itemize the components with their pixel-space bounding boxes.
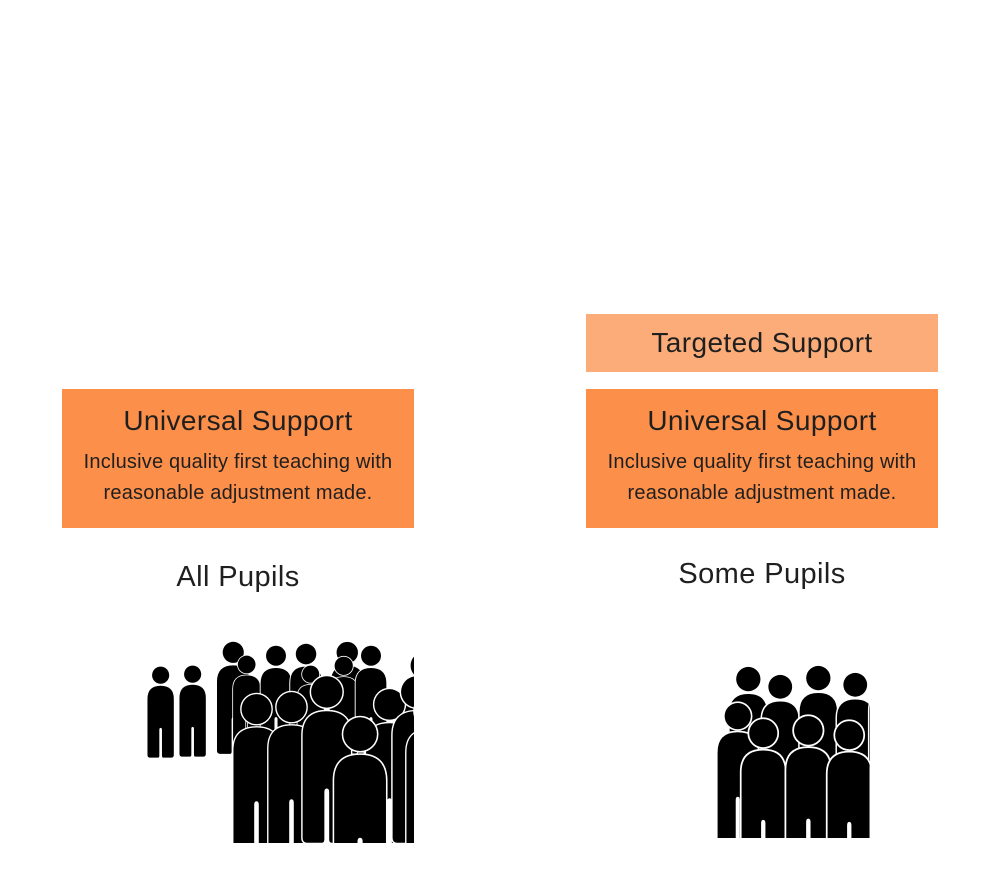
universal-support-box-left: Universal Support Inclusive quality firs… <box>62 389 414 528</box>
some-pupils-label: Some Pupils <box>678 558 846 590</box>
group-of-people-icon <box>716 662 870 838</box>
description-line: Inclusive quality first teaching with <box>607 451 917 473</box>
person-silhouette <box>178 665 207 758</box>
person-silhouette <box>146 666 175 759</box>
person-silhouette <box>784 714 832 838</box>
universal-support-title: Universal Support <box>123 405 353 436</box>
crowd-of-people-icon <box>146 641 414 843</box>
universal-support-description: Inclusive quality first teaching with re… <box>62 447 414 509</box>
person-silhouette <box>740 717 787 838</box>
person-silhouette <box>333 716 387 843</box>
targeted-support-title: Targeted Support <box>651 327 873 358</box>
targeted-support-box: Targeted Support <box>586 314 938 372</box>
universal-support-title: Universal Support <box>647 405 877 436</box>
description-line: reasonable adjustment made. <box>103 482 373 504</box>
all-pupils-label: All Pupils <box>176 561 300 593</box>
person-silhouette <box>826 719 870 838</box>
description-line: Inclusive quality first teaching with <box>83 451 393 473</box>
description-line: reasonable adjustment made. <box>627 482 897 504</box>
universal-support-box-right: Universal Support Inclusive quality firs… <box>586 389 938 528</box>
universal-support-description: Inclusive quality first teaching with re… <box>586 447 938 509</box>
